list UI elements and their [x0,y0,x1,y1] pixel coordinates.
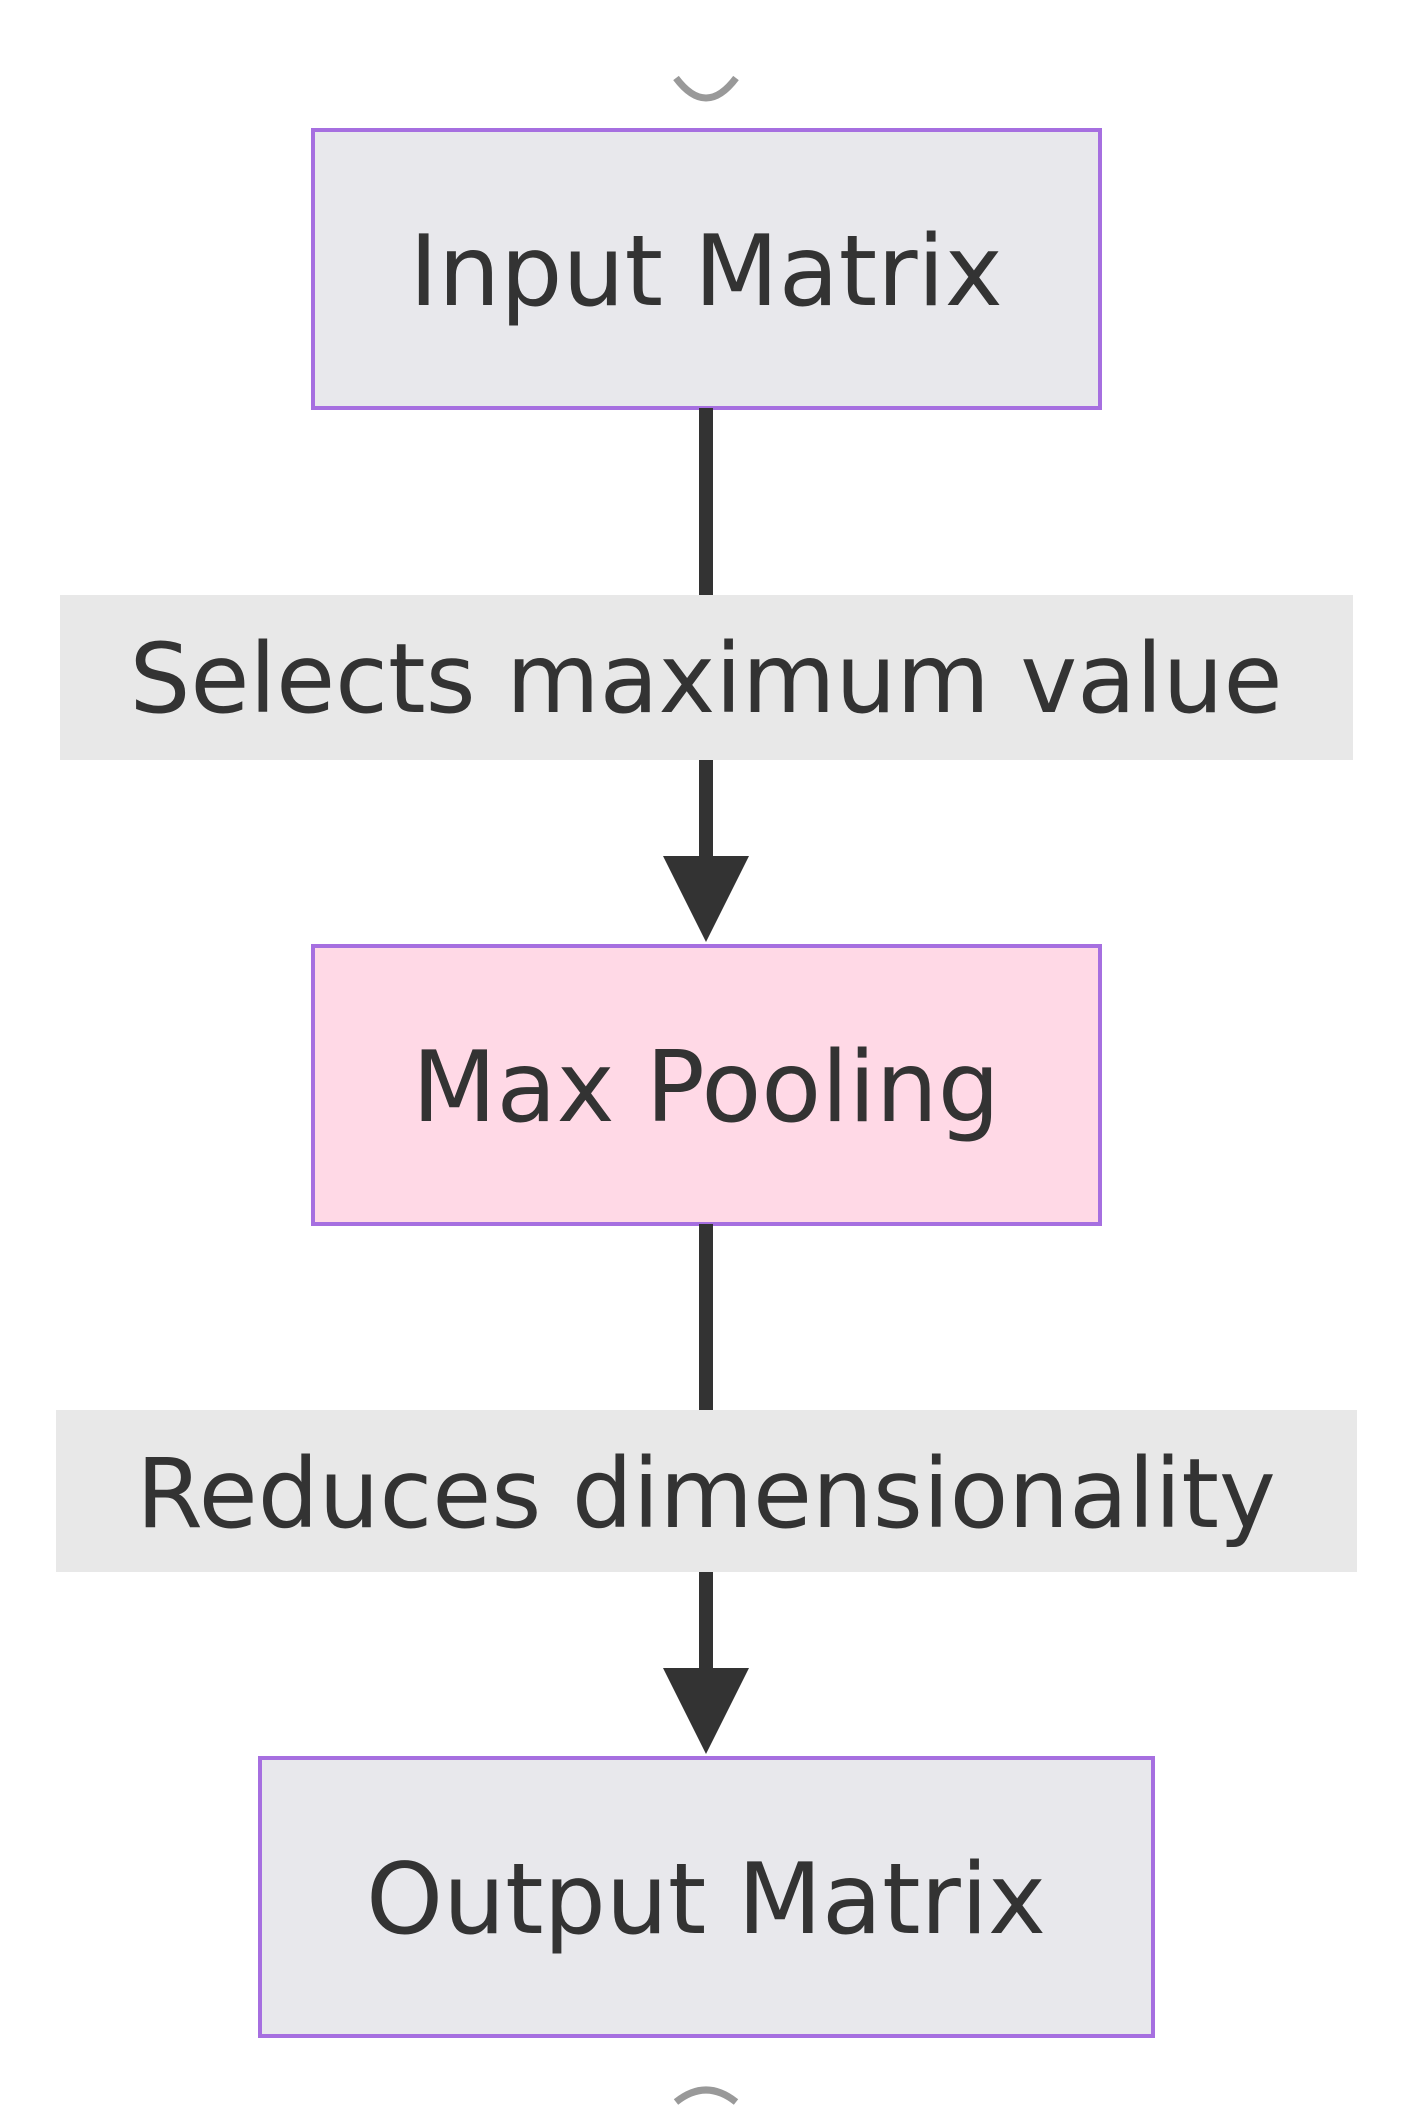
edge-pooling-to-output-label-bg [56,1410,1357,1572]
edge-pooling-to-output: Reduces dimensionality [56,1224,1357,1754]
node-input-matrix[interactable]: Input Matrix [311,128,1102,410]
node-output-matrix[interactable]: Output Matrix [258,1756,1155,2038]
edge-input-to-pooling-label: Selects maximum value [129,623,1282,735]
edge-input-to-pooling-arrowhead [663,856,749,942]
node-output-matrix-box [258,1756,1155,2038]
edge-pooling-to-output-arrowhead [663,1668,749,1754]
node-input-matrix-label: Input Matrix [409,215,1002,329]
node-output-matrix-label: Output Matrix [366,1843,1046,1957]
node-input-matrix-box [311,128,1102,410]
incoming-connector-stub [673,75,739,102]
node-max-pooling-label: Max Pooling [412,1031,1000,1145]
edge-input-to-pooling: Selects maximum value [60,408,1353,942]
outgoing-connector-stub [673,2086,739,2105]
edge-input-to-pooling-label-bg [60,595,1353,760]
edge-pooling-to-output-label: Reduces dimensionality [136,1438,1276,1550]
node-max-pooling[interactable]: Max Pooling [311,944,1102,1226]
